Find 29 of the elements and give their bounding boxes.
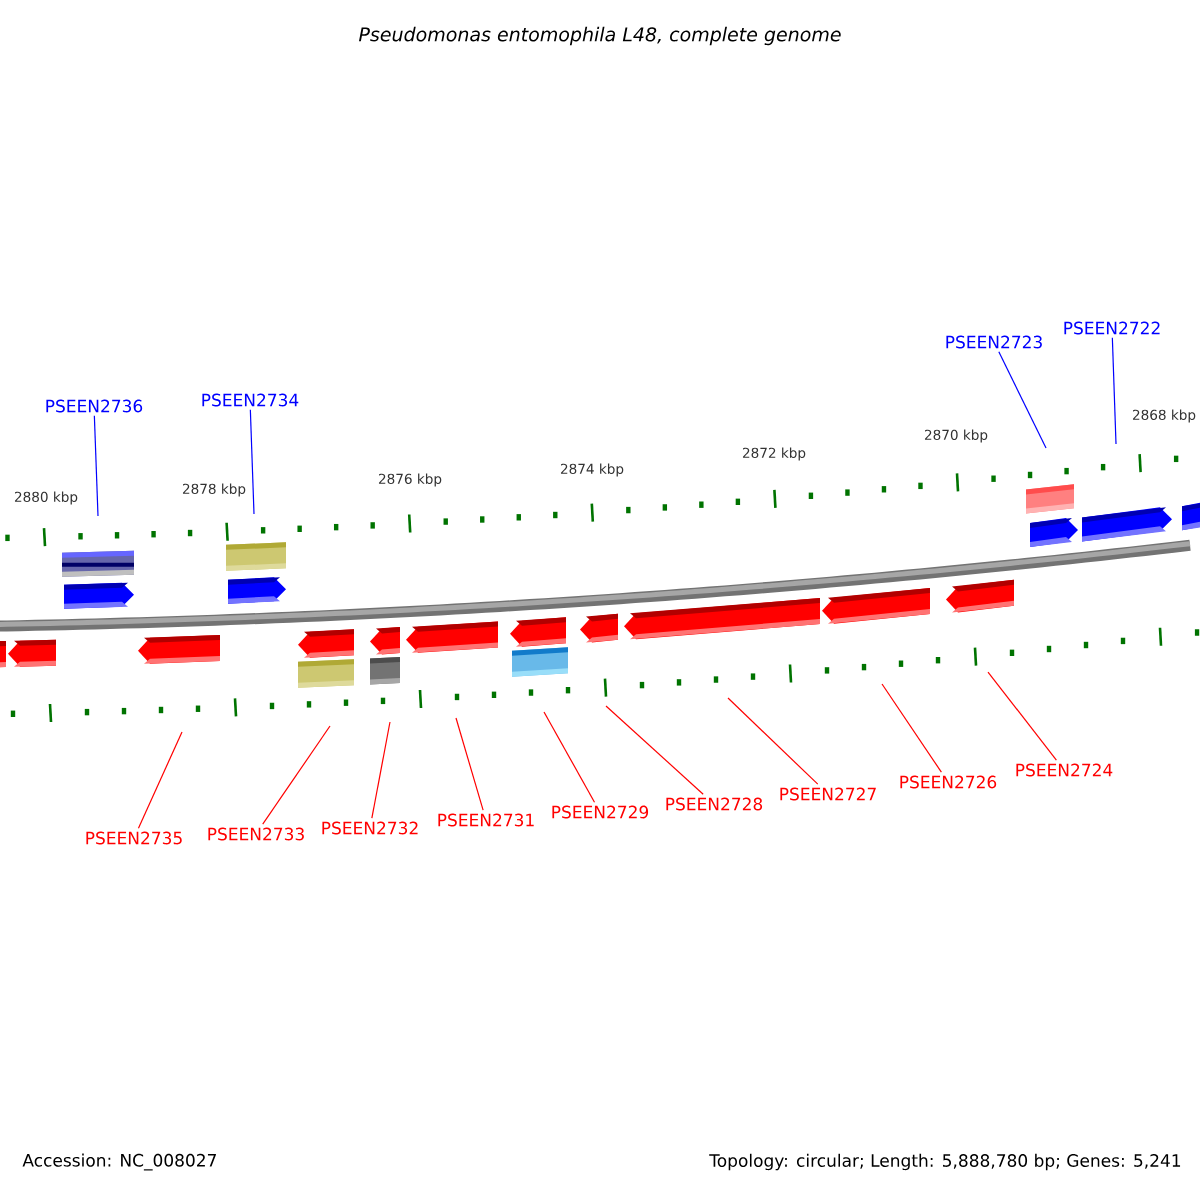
footer-text: Accession: NC_008027 (22, 1153, 216, 1171)
gene-label: PSEEN2729 (552, 805, 649, 819)
gene-label: PSEEN2735 (86, 831, 182, 845)
gene-label: PSEEN2732 (322, 821, 418, 835)
gene-label: PSEEN2733 (208, 827, 304, 841)
leader-line (249, 409, 255, 515)
leader-line (262, 725, 331, 825)
gene-label: PSEEN2734 (202, 393, 299, 407)
gene-label: PSEEN2723 (946, 335, 1042, 349)
gene-label: PSEEN2736 (46, 399, 143, 413)
gene-label: PSEEN2731 (438, 813, 534, 827)
title: Pseudomonas entomophila L48, complete genome (359, 26, 841, 46)
gene-label: PSEEN2726 (900, 775, 997, 789)
leader-line (881, 683, 942, 773)
leader-line (137, 731, 183, 829)
leader-line (93, 415, 99, 517)
leader-line (455, 717, 484, 811)
leader-line (987, 671, 1057, 761)
leader-line (371, 721, 391, 819)
leader-line (1111, 337, 1117, 445)
leader-line (543, 711, 596, 803)
footer-text: Topology: circular; Length: 5,888,780 bp; Genes: 5,241 (709, 1153, 1181, 1171)
leader-line (998, 351, 1047, 449)
gene-label: PSEEN2728 (666, 797, 763, 811)
gene-label: PSEEN2722 (1064, 321, 1160, 335)
gene-label: PSEEN2724 (1016, 763, 1113, 777)
leader-line (727, 697, 819, 785)
leader-line (605, 705, 704, 795)
gene-label: PSEEN2727 (780, 787, 876, 801)
